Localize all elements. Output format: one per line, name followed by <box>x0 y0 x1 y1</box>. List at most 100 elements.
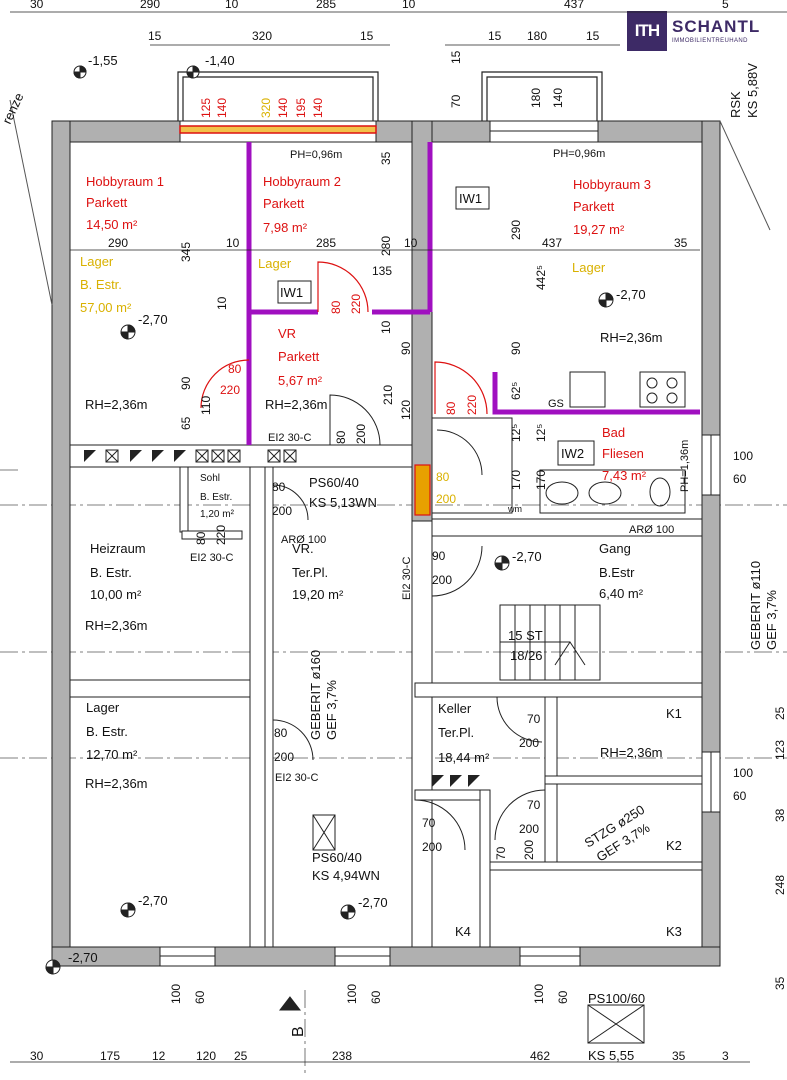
dimension-label: 10 <box>215 296 229 310</box>
dimension-label: 30 <box>30 1049 44 1063</box>
dimension-label: 170 <box>534 470 548 490</box>
heizraum-rh: RH=2,36m <box>85 618 148 633</box>
hobby3-floor: Parkett <box>573 199 615 214</box>
hobby3-area: 19,27 m² <box>573 222 625 237</box>
dimension-label: 25 <box>234 1049 248 1063</box>
stairs-count: 15 ST <box>508 628 543 643</box>
dimension-label: 90 <box>432 549 446 563</box>
bath-fixtures <box>431 371 686 514</box>
dimension-label: 123 <box>773 740 787 760</box>
interior-walls <box>69 120 703 948</box>
dimension-label: 280 <box>379 236 393 256</box>
dimension-label: 140 <box>276 98 290 118</box>
dimension-label: 80 <box>444 401 458 415</box>
small-labels: Sohl B. Estr. 1,20 m² <box>200 473 235 520</box>
ks-a: KS 5,13WN <box>309 495 377 510</box>
level-markers <box>45 65 614 1011</box>
dimension-label: 3 <box>722 1049 729 1063</box>
dimension-label: 5 <box>722 0 729 11</box>
gang-floor: B.Estr <box>599 565 635 580</box>
door-arcs <box>200 261 488 516</box>
bad-name: Bad <box>602 425 625 440</box>
level-7: -2,70 <box>358 895 388 910</box>
hobby1-area: 14,50 m² <box>86 217 138 232</box>
dimension-label: 80 <box>228 362 242 376</box>
dimension-label: 200 <box>272 504 292 518</box>
dimension-label: 462 <box>530 1049 550 1063</box>
dimension-label: 80 <box>274 726 288 740</box>
dimension-label: 125 <box>199 98 213 118</box>
bad-floor: Fliesen <box>602 446 644 461</box>
vr-floor: Ter.Pl. <box>292 565 328 580</box>
keller-area: 18,44 m² <box>438 750 490 765</box>
heizraum-name: Heizraum <box>90 541 146 556</box>
vr-top-floor: Parkett <box>278 349 320 364</box>
dimension-label: 15 <box>488 29 502 43</box>
dimension-label: 70 <box>449 94 463 108</box>
dimension-label: 80 <box>272 480 286 494</box>
level-8: -2,70 <box>68 950 98 965</box>
logo: ITH SCHANTL IMMOBILIENTREUHAND <box>627 11 785 51</box>
rh-hobby3: RH=2,36m <box>600 330 663 345</box>
dimension-label: 120 <box>399 400 413 420</box>
dimension-label: 65 <box>179 416 193 430</box>
dimension-label: 35 <box>672 1049 686 1063</box>
dimension-label: 70 <box>422 816 436 830</box>
room-labels: Hobbyraum 1 Parkett 14,50 m² Hobbyraum 2… <box>80 174 682 939</box>
lager-area: 12,70 m² <box>86 747 138 762</box>
lager-overlay-area: 57,00 m² <box>80 300 132 315</box>
vr-top-name: VR <box>278 326 296 341</box>
grenze-label: renze <box>0 90 26 126</box>
hobby2-area: 7,98 m² <box>263 220 308 235</box>
dimension-label: 248 <box>773 875 787 895</box>
dimension-label: 15 <box>148 29 162 43</box>
gang-name: Gang <box>599 541 631 556</box>
dimension-label: 200 <box>519 822 539 836</box>
level-2: -1,40 <box>205 53 235 68</box>
dimension-label: 290 <box>140 0 160 11</box>
dimension-label: 220 <box>349 294 363 314</box>
dimension-label: 80 <box>194 531 208 545</box>
level-3: -2,70 <box>138 312 168 327</box>
window-wells <box>177 71 603 121</box>
ph-bad-label: PH=1,36m <box>679 440 691 492</box>
ei2-label-4: EI2 30-C <box>275 772 318 784</box>
dimension-label: 285 <box>316 236 336 250</box>
dimension-label: 12 <box>152 1049 166 1063</box>
dimension-label: 442⁵ <box>534 265 548 290</box>
dimension-label: 170 <box>509 470 523 490</box>
dimension-label: 35 <box>379 151 393 165</box>
dimension-label: 320 <box>259 98 273 118</box>
dimension-label: 220 <box>465 395 479 415</box>
axis-lines <box>0 469 787 1075</box>
dimension-label: 140 <box>311 98 325 118</box>
hobby2-floor: Parkett <box>263 196 305 211</box>
geberit-160: GEBERIT ø160 <box>308 650 323 740</box>
dimension-label: 140 <box>215 98 229 118</box>
gef-1: GEF 3,7% <box>324 680 339 740</box>
hobby1-name: Hobbyraum 1 <box>86 174 164 189</box>
annotations: PH=0,96m PH=0,96m PH=1,36m EI2 30-C EI2 … <box>190 148 691 784</box>
level-6: -2,70 <box>138 893 168 908</box>
vr-area: 19,20 m² <box>292 587 344 602</box>
ps60-b: PS60/40 <box>312 850 362 865</box>
dimension-label: 12⁵ <box>509 424 523 442</box>
aro-label: ARØ 100 <box>281 534 326 546</box>
sohl-name: Sohl <box>200 473 220 484</box>
rsk-label: RSK <box>728 91 743 118</box>
keller-name: Keller <box>438 701 472 716</box>
dimension-label: 437 <box>542 236 562 250</box>
ks-rsk-label: KS 5,88V <box>745 63 760 118</box>
tags: IW1 IW1 IW2 <box>277 186 595 466</box>
k2-label: K2 <box>666 838 682 853</box>
gang-area: 6,40 m² <box>599 586 644 601</box>
dimension-label: 90 <box>509 341 523 355</box>
dimension-label: 195 <box>294 98 308 118</box>
dimension-label: 345 <box>179 242 193 262</box>
dimension-label: 10 <box>404 236 418 250</box>
dimension-label: 10 <box>226 236 240 250</box>
dimension-label: 120 <box>196 1049 216 1063</box>
lager-rh: RH=2,36m <box>85 776 148 791</box>
keller-floor: Ter.Pl. <box>438 725 474 740</box>
